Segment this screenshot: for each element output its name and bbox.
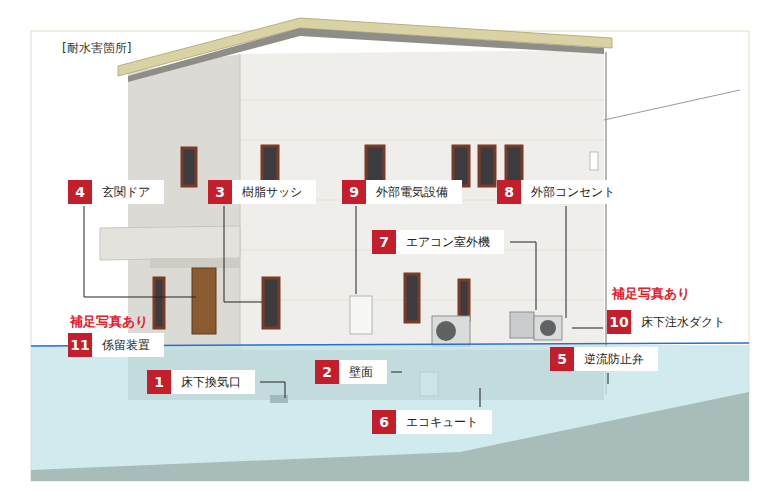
- callout-number: 4: [68, 180, 92, 204]
- photo-note: 補足写真あり: [612, 285, 690, 303]
- callout-box: 7エアコン室外機: [372, 230, 504, 254]
- callout-number: 8: [497, 180, 521, 204]
- callout-number: 6: [372, 410, 396, 434]
- diagram-title: [耐水害箇所]: [62, 40, 131, 57]
- ground-and-water: [31, 343, 749, 481]
- callout-label: 床下注水ダクト: [631, 310, 739, 334]
- callout-box: 2壁面: [315, 360, 387, 384]
- callout-number: 7: [372, 230, 396, 254]
- callout-label: 樹脂サッシ: [232, 180, 316, 204]
- callout-label: 床下換気口: [171, 370, 255, 394]
- callout-box: 11係留装置: [68, 333, 164, 357]
- callout-label: 外部コンセント: [521, 180, 629, 204]
- callout-label: エアコン室外機: [396, 230, 504, 254]
- callout-label: 外部電気設備: [366, 180, 462, 204]
- callout-number: 9: [342, 180, 366, 204]
- callout-label: 壁面: [339, 360, 387, 384]
- photo-note: 補足写真あり: [70, 313, 148, 331]
- callout-box: 1床下換気口: [147, 370, 255, 394]
- callout-box: 3樹脂サッシ: [208, 180, 316, 204]
- callout-number: 5: [550, 347, 574, 371]
- callout-number: 10: [607, 310, 631, 334]
- callout-number: 3: [208, 180, 232, 204]
- callout-label: 係留装置: [92, 333, 164, 357]
- callout-box: 4玄関ドア: [68, 180, 164, 204]
- callout-box: 9外部電気設備: [342, 180, 462, 204]
- callout-label: 逆流防止弁: [574, 347, 658, 371]
- callout-number: 2: [315, 360, 339, 384]
- callout-number: 11: [68, 333, 92, 357]
- callout-number: 1: [147, 370, 171, 394]
- frame: [31, 31, 749, 481]
- callout-box: 10床下注水ダクト: [607, 310, 739, 334]
- callout-box: 5逆流防止弁: [550, 347, 658, 371]
- callout-label: 玄関ドア: [92, 180, 164, 204]
- callout-box: 6エコキュート: [372, 410, 492, 434]
- leader-lines: [84, 206, 608, 407]
- callout-box: 8外部コンセント: [497, 180, 629, 204]
- callout-label: エコキュート: [396, 410, 492, 434]
